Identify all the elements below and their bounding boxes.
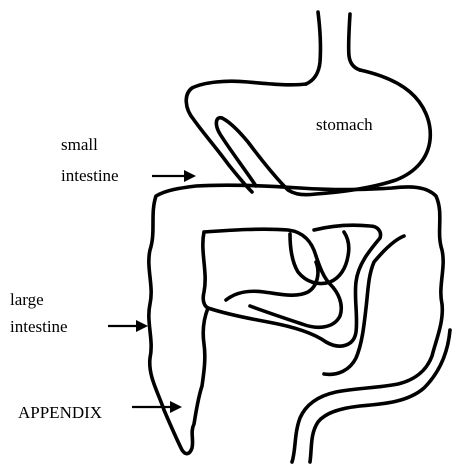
small-intestine-arrow: [152, 170, 196, 182]
esophagus-outline: [306, 12, 320, 84]
esophagus-outline-right: [349, 14, 360, 70]
large-intestine-arrow: [108, 320, 148, 332]
appendix-arrow: [132, 401, 182, 413]
appendix-label: APPENDIX: [18, 403, 102, 422]
stomach-label: stomach: [316, 115, 373, 134]
small-intestine-label-line1: small: [61, 135, 98, 154]
small-intestine-label-line2: intestine: [61, 166, 119, 185]
large-intestine-label-line1: large: [10, 290, 44, 309]
small-intestine-loops: [203, 225, 404, 374]
stomach-outline: [186, 70, 430, 195]
large-intestine-label-line2: intestine: [10, 317, 68, 336]
